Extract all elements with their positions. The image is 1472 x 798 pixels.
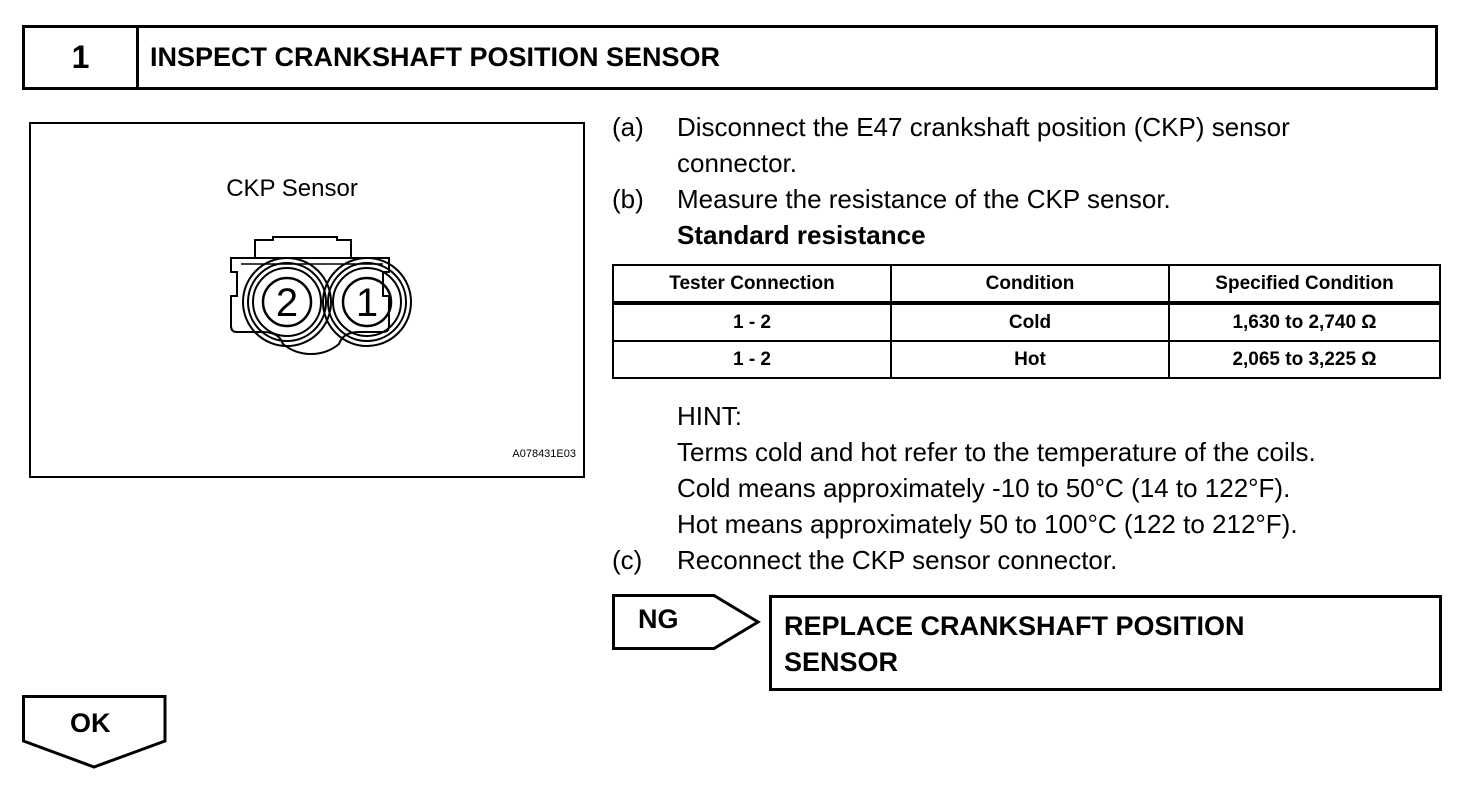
step-a-continuation: connector. <box>677 148 797 178</box>
step-b-text: Measure the resistance of the CKP sensor… <box>677 184 1171 214</box>
ng-label: NG <box>638 604 679 634</box>
hint-label: HINT: <box>677 401 742 431</box>
cell-condition: Cold <box>890 302 1170 342</box>
connector-housing <box>230 257 390 356</box>
table-row: 1 - 2 Hot 2,065 to 3,225 Ω <box>612 340 1441 379</box>
col-condition: Condition <box>890 264 1170 305</box>
step-a-letter: (a) <box>612 112 644 142</box>
cell-specified-condition: 1,630 to 2,740 Ω <box>1168 302 1441 342</box>
figure-caption: CKP Sensor <box>226 175 358 202</box>
step-b-letter: (b) <box>612 184 644 214</box>
step-a: (a) Disconnect the E47 crankshaft positi… <box>612 109 1452 145</box>
step-c-letter: (c) <box>612 545 643 575</box>
step-c-text: Reconnect the CKP sensor connector. <box>677 545 1118 575</box>
col-specified-condition: Specified Condition <box>1168 264 1441 305</box>
step-a-text: Disconnect the E47 crankshaft position (… <box>677 112 1290 142</box>
connector-diagram: 2 1 <box>230 236 412 356</box>
hint-line-1: Terms cold and hot refer to the temperat… <box>677 437 1316 467</box>
standard-resistance-heading: Standard resistance <box>677 220 926 250</box>
hint-line-3: Hot means approximately 50 to 100°C (122… <box>677 509 1298 539</box>
cell-condition: Hot <box>890 340 1170 379</box>
instructions: (a) Disconnect the E47 crankshaft positi… <box>612 109 1452 253</box>
figure-id: A078431E03 <box>512 448 576 460</box>
ng-action-box: REPLACE CRANKSHAFT POSITION SENSOR <box>769 595 1442 691</box>
step-header: 1 INSPECT CRANKSHAFT POSITION SENSOR <box>22 25 1438 90</box>
hint-line-2: Cold means approximately -10 to 50°C (14… <box>677 473 1291 503</box>
col-tester-connection: Tester Connection <box>612 264 892 305</box>
resistance-spec-table: Tester Connection Condition Specified Co… <box>612 264 1441 379</box>
ng-arrow-icon <box>612 594 761 650</box>
hint-block: HINT: Terms cold and hot refer to the te… <box>612 398 1472 578</box>
pin-1-label: 1 <box>356 281 378 325</box>
ok-arrow-icon <box>22 695 167 769</box>
pin-2-label: 2 <box>276 281 298 325</box>
step-c: (c) Reconnect the CKP sensor connector. <box>612 542 1472 578</box>
cell-tester-connection: 1 - 2 <box>612 340 892 379</box>
ng-action-line-1: REPLACE CRANKSHAFT POSITION <box>784 611 1245 641</box>
ok-label: OK <box>70 708 111 738</box>
table-header-row: Tester Connection Condition Specified Co… <box>612 264 1441 305</box>
cell-tester-connection: 1 - 2 <box>612 302 892 342</box>
table-row: 1 - 2 Cold 1,630 to 2,740 Ω <box>612 302 1441 342</box>
cell-specified-condition: 2,065 to 3,225 Ω <box>1168 340 1441 379</box>
step-b: (b) Measure the resistance of the CKP se… <box>612 181 1452 217</box>
connector-latch <box>254 236 352 259</box>
step-title: INSPECT CRANKSHAFT POSITION SENSOR <box>150 42 721 72</box>
ng-action-line-2: SENSOR <box>784 647 899 677</box>
ckp-sensor-figure: CKP Sensor 2 1 A078431E03 <box>29 122 585 478</box>
step-number: 1 <box>25 28 139 87</box>
